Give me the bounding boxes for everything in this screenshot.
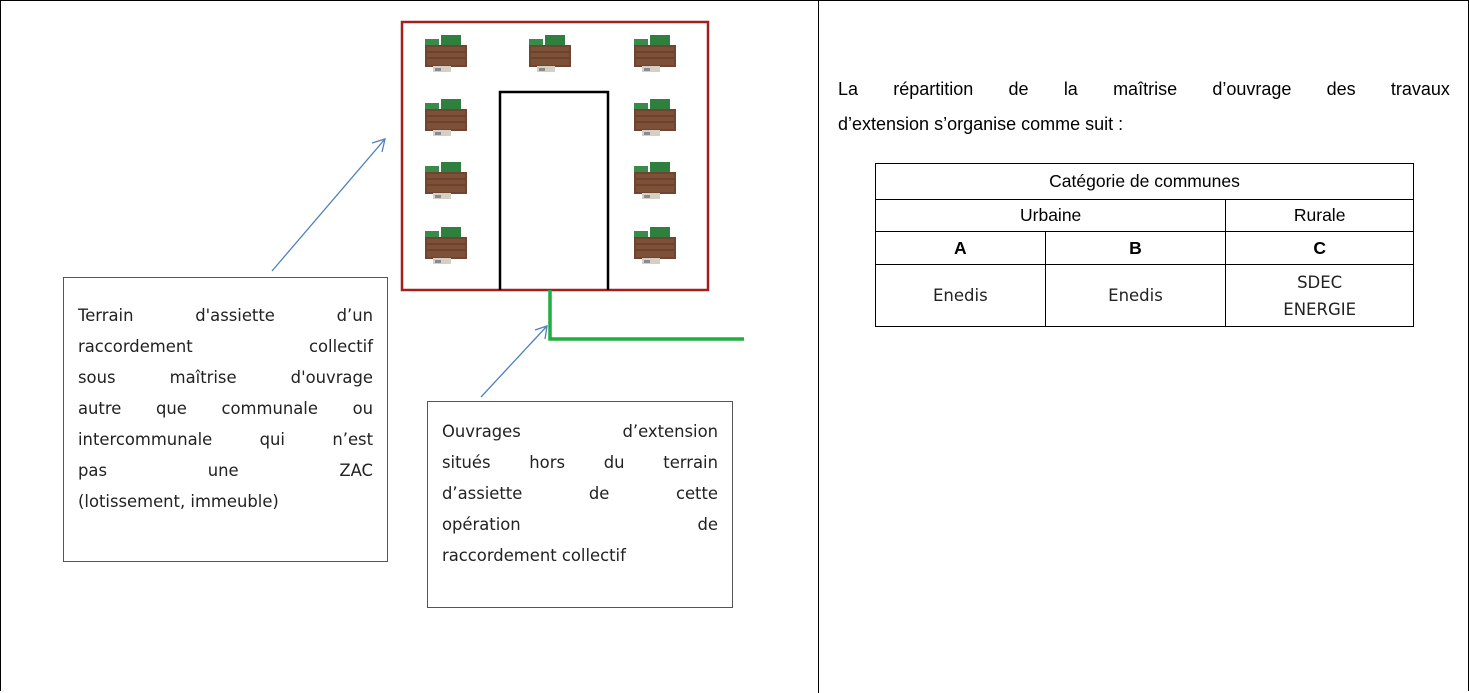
column-divider (818, 0, 819, 693)
value-b: Enedis (1044, 264, 1227, 327)
value-a: Enedis (875, 264, 1046, 327)
group-rurale: Rurale (1225, 199, 1414, 232)
house-icon (424, 161, 468, 200)
category-a: A (875, 231, 1046, 265)
page-frame-top (0, 0, 1469, 1)
value-c: SDEC ENERGIE (1225, 264, 1414, 327)
callout-line: raccordement collectif (442, 546, 626, 565)
category-c: C (1225, 231, 1414, 265)
value-c-line: SDEC (1297, 272, 1343, 292)
internal-road (498, 90, 610, 290)
arrow-to-extension (480, 325, 548, 398)
table-header: Catégorie de communes (875, 163, 1414, 200)
house-icon (633, 34, 677, 73)
callout-line: (lotissement, immeuble) (78, 492, 279, 511)
house-icon (633, 161, 677, 200)
group-urbaine: Urbaine (874, 199, 1227, 232)
raccordement-diagram (271, 20, 744, 398)
value-c-line: ENERGIE (1283, 299, 1357, 319)
arrow-to-terrain (271, 138, 386, 272)
intro-line: d’extension s’organise comme suit : (838, 114, 1124, 134)
terrain-boundary (400, 20, 710, 292)
repartition-table: Catégorie de communes Urbaine Rurale A B… (874, 163, 1414, 327)
house-icon (424, 226, 468, 265)
extension-network (548, 290, 744, 341)
category-b: B (1044, 231, 1227, 265)
house-icon (424, 34, 468, 73)
house-icon (633, 98, 677, 137)
house-icon (424, 98, 468, 137)
house-icon (633, 226, 677, 265)
house-icon (528, 34, 572, 73)
